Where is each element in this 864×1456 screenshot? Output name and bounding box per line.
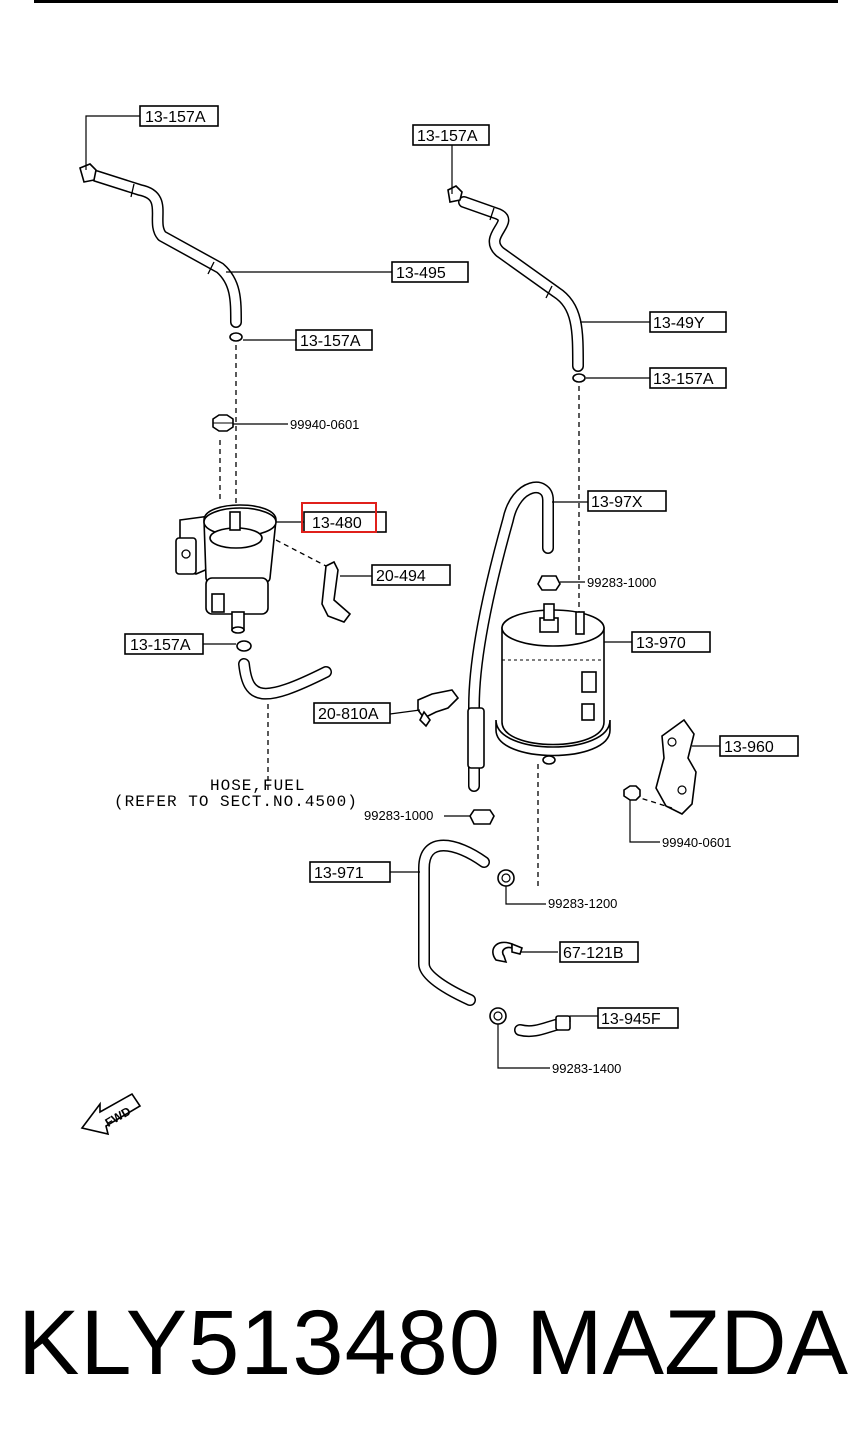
callout-99940-0601-left: 99940-0601	[290, 417, 359, 432]
callout-99283-1400: 99283-1400	[552, 1061, 621, 1076]
callout-20-810A: 20-810A	[313, 702, 391, 724]
callout-label: 13-495	[396, 265, 446, 282]
fuel-filter-13-480	[175, 504, 277, 634]
callout-13-157A-left-bottom: 13-157A	[124, 633, 204, 655]
clamp-99283-1000-upper	[537, 575, 561, 591]
clamp-left-bottom	[236, 640, 252, 652]
callout-13-971: 13-971	[309, 861, 391, 883]
callout-label: 13-157A	[417, 128, 478, 145]
callout-label: 13-157A	[145, 109, 206, 126]
callout-label: 67-121B	[563, 945, 624, 962]
leader-lines	[85, 115, 720, 1069]
callout-13-157A-top-left: 13-157A	[139, 105, 219, 127]
note-line-1: HOSE,FUEL	[210, 777, 305, 795]
bolt-right	[623, 785, 641, 801]
note-line-2: (REFER TO SECT.NO.4500)	[114, 793, 358, 811]
clamp-top-right	[447, 185, 463, 203]
clamp-top-left	[79, 163, 97, 183]
canister-13-970	[495, 603, 611, 765]
clamp-67-121B	[492, 941, 523, 964]
callout-13-157A-left-mid: 13-157A	[295, 329, 373, 351]
callout-label: 20-810A	[318, 706, 379, 723]
hose-13-49Y	[458, 196, 584, 372]
callout-13-157A-top-right: 13-157A	[412, 124, 490, 146]
fwd-arrow-icon: FWD	[80, 1092, 142, 1136]
callout-label: 13-945F	[601, 1011, 661, 1028]
brand-name: MAZDA	[526, 1292, 848, 1394]
callout-99283-1000-upper: 99283-1000	[587, 575, 656, 590]
callout-13-970: 13-970	[631, 631, 711, 653]
callout-label: 13-157A	[130, 637, 191, 654]
hose-fuel-note: HOSE,FUEL (REFER TO SECT.NO.4500)	[114, 777, 358, 811]
callout-13-960: 13-960	[719, 735, 799, 757]
callout-label: 13-157A	[653, 371, 714, 388]
callout-label: 13-971	[314, 865, 364, 882]
bracket-13-960	[633, 718, 697, 815]
clamp-99283-1200	[497, 869, 515, 887]
callout-label: 13-960	[724, 739, 774, 756]
callout-label: 13-157A	[300, 333, 361, 350]
callout-13-49Y: 13-49Y	[649, 311, 727, 333]
callout-13-480: 13-480	[301, 502, 387, 533]
part-number: KLY513480	[18, 1292, 502, 1394]
callout-99940-0601-right: 99940-0601	[662, 835, 731, 850]
connector-20-810A	[417, 689, 460, 728]
callout-99283-1000-lower: 99283-1000	[364, 808, 433, 823]
highlight-frame	[301, 502, 377, 533]
hose-13-97X	[467, 481, 554, 792]
hose-13-971	[418, 839, 490, 1006]
callout-label: 20-494	[376, 568, 426, 585]
callout-13-97X: 13-97X	[587, 490, 667, 512]
callout-13-945F: 13-945F	[597, 1007, 679, 1029]
clamp-right	[572, 373, 586, 383]
bolt-left	[212, 414, 234, 432]
hose-13-945F	[514, 1015, 571, 1038]
clamp-99283-1400	[489, 1007, 507, 1025]
callout-13-495: 13-495	[391, 261, 469, 283]
clamp-99283-1000-lower	[469, 809, 495, 825]
callout-label: 13-49Y	[653, 315, 705, 332]
clamp-left-lower	[229, 332, 243, 342]
hose-13-495	[90, 170, 242, 328]
bracket-20-494	[275, 539, 352, 623]
callout-label: 13-480	[312, 515, 362, 532]
callout-20-494: 20-494	[371, 564, 451, 586]
hose-left-lower	[238, 658, 332, 700]
callout-13-157A-right: 13-157A	[649, 367, 727, 389]
footer-caption: KLY513480 MAZDA	[18, 1288, 848, 1398]
callout-99283-1200: 99283-1200	[548, 896, 617, 911]
callout-label: 13-970	[636, 635, 686, 652]
callout-67-121B: 67-121B	[559, 941, 639, 963]
callout-label: 13-97X	[591, 494, 643, 511]
